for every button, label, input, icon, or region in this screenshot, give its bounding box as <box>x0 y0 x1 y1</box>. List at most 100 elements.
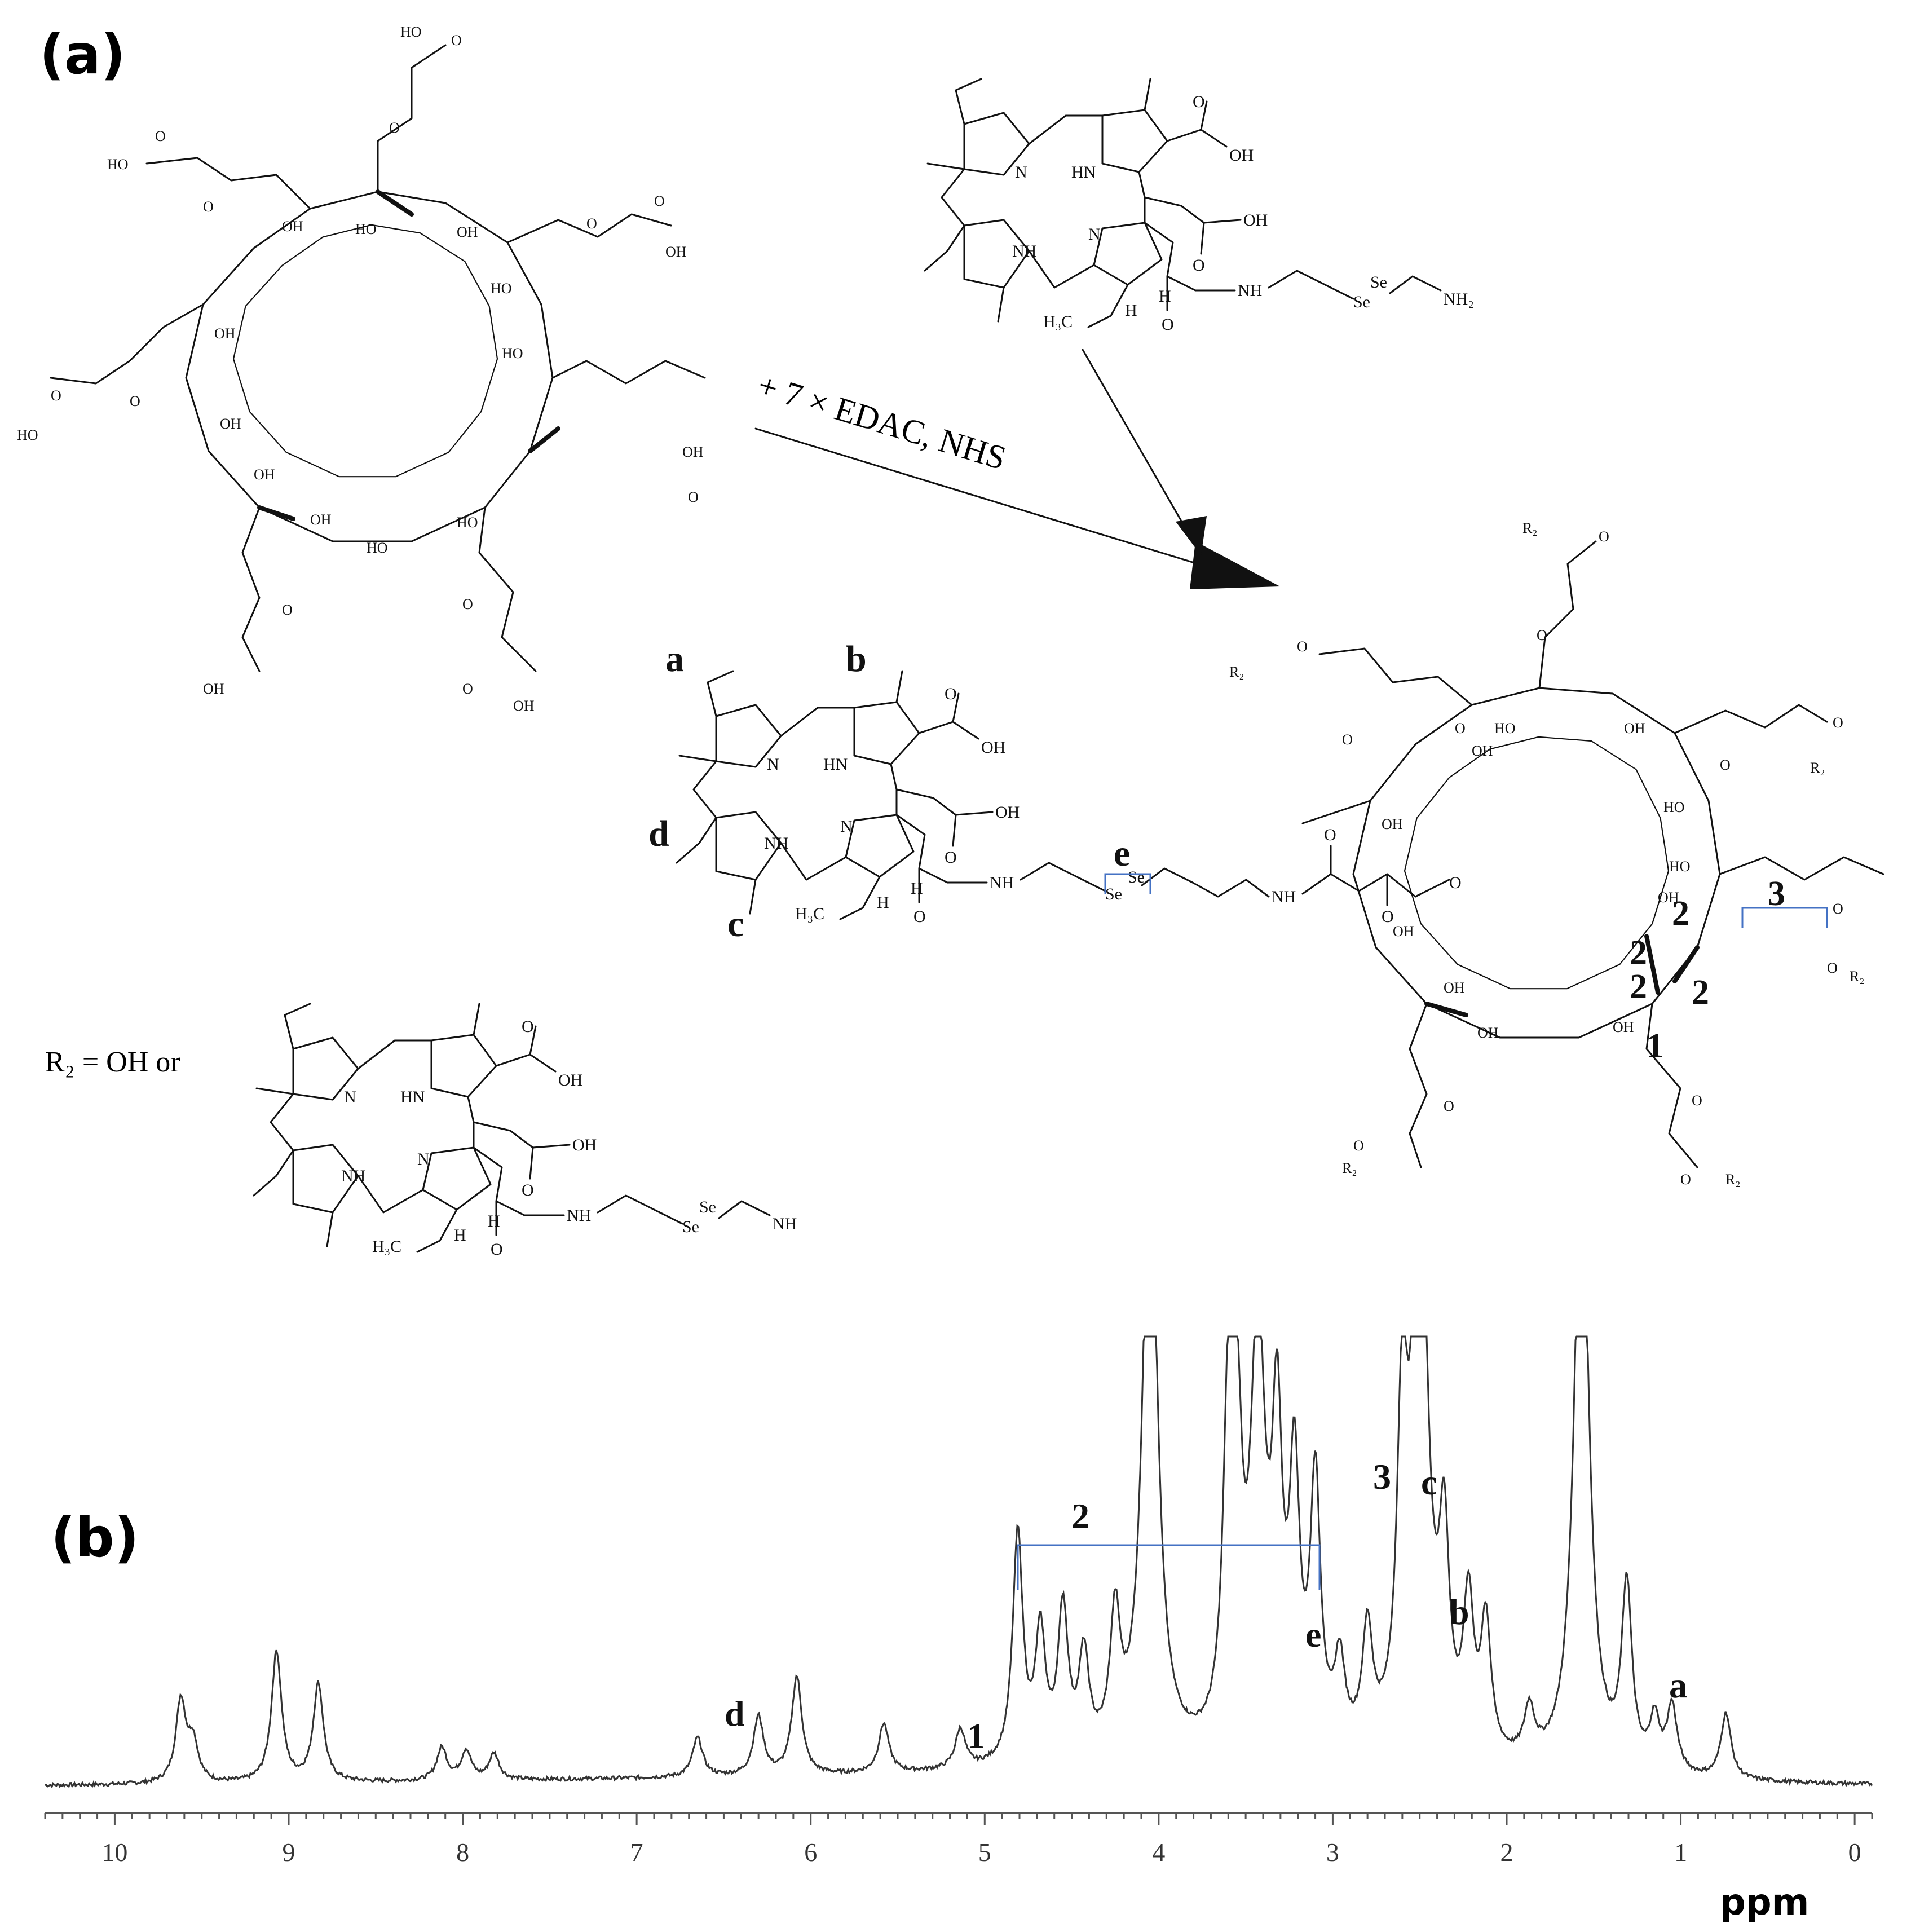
atom-label: O <box>1827 960 1838 976</box>
atom-label: R₂ <box>1725 1171 1740 1188</box>
atom-label: OH <box>981 738 1005 757</box>
atom-label: O <box>1455 720 1466 736</box>
atom-label: HO <box>1663 799 1685 815</box>
atom-label: O <box>1193 92 1205 111</box>
atom-label: NH <box>1272 888 1296 906</box>
atom-label: H₃C <box>1043 312 1073 331</box>
proton-label-2: 2 <box>1630 934 1647 972</box>
spectrum-trace <box>45 1335 1873 1789</box>
atom-label: Se <box>682 1218 699 1236</box>
proton-label-2: 2 <box>1672 894 1689 933</box>
atom-label: O <box>1444 1098 1454 1114</box>
atom-label: HO <box>502 345 523 361</box>
atom-label: O <box>491 1240 503 1259</box>
atom-label: Se <box>699 1198 716 1216</box>
atom-label: OH <box>310 511 332 528</box>
atom-label: O <box>522 1017 534 1036</box>
atom-label: HO <box>491 280 512 297</box>
proton-label-3: 3 <box>1768 875 1785 913</box>
atom-label: H₃C <box>795 905 824 923</box>
atom-label: O <box>462 681 473 697</box>
atom-label: H <box>1125 301 1137 320</box>
atom-label: OH <box>558 1071 582 1089</box>
atom-label: N <box>1088 225 1101 244</box>
atom-label: O <box>688 489 699 505</box>
panel-a-label: (a) <box>39 23 126 86</box>
atom-label: Se <box>1370 273 1387 292</box>
atom-label: N <box>344 1088 356 1106</box>
peak-label-2: 2 <box>1071 1496 1089 1536</box>
atom-label: O <box>1833 714 1843 731</box>
atom-label: O <box>1449 874 1462 892</box>
atom-label: HO <box>355 221 377 237</box>
tick-label: 4 <box>1152 1838 1165 1867</box>
peak-label-a: a <box>1669 1665 1687 1705</box>
atom-label: OH <box>1624 720 1645 736</box>
atom-label: O <box>1720 757 1731 773</box>
atom-label: N <box>767 755 779 774</box>
atom-label: H <box>1159 287 1171 306</box>
ce6-diselenide-amine-structure: N HN NH N H H₃C H O OH OH O O NH Se Se N… <box>924 78 1474 334</box>
atom-label: R₂ <box>1342 1160 1357 1176</box>
tick-label: 8 <box>456 1838 469 1867</box>
product-cyclodextrin-structure: R₂ O O R₂ O O O OH HO OH O R₂ O OH HO HO… <box>1229 520 1884 1188</box>
atom-label: O <box>1680 1171 1691 1188</box>
atom-label: R₂ <box>1810 760 1825 776</box>
reagent-label: + 7 × EDAC, NHS <box>753 366 1010 477</box>
proton-label-2: 2 <box>1692 973 1709 1012</box>
r2-definition: R₂ = OH or <box>45 1046 180 1078</box>
atom-label: HO <box>457 514 478 531</box>
atom-label: NH <box>1012 242 1036 261</box>
axis-label-ppm: ppm <box>1720 1882 1809 1924</box>
tick-label: 5 <box>978 1838 991 1867</box>
ce6-arm-structure: N HN NH N H H₃C H O OH OH O O NH Se Se N… <box>648 638 1462 945</box>
atom-label: O <box>913 907 926 926</box>
atom-label: O <box>945 848 957 867</box>
atom-label: OH <box>1229 146 1254 165</box>
atom-label: OH <box>1613 1019 1634 1035</box>
peak-label-3: 3 <box>1373 1457 1391 1497</box>
atom-label: O <box>155 128 166 144</box>
atom-label: OH <box>682 444 704 460</box>
atom-label: OH <box>220 416 241 432</box>
atom-label: HO <box>17 427 38 443</box>
proton-label-b: b <box>846 638 867 680</box>
atom-label: OH <box>457 224 478 240</box>
atom-label: H <box>488 1212 500 1230</box>
proton-label-1: 1 <box>1647 1027 1664 1065</box>
atom-label: HN <box>1071 163 1096 182</box>
atom-label: O <box>1324 826 1336 844</box>
atom-label: O <box>586 215 597 232</box>
atom-label: OH <box>1243 211 1268 230</box>
atom-label: OH <box>1382 816 1403 832</box>
atom-label: O <box>1162 315 1174 334</box>
atom-label: OH <box>1472 743 1493 759</box>
atom-label: O <box>522 1181 534 1199</box>
atom-label: O <box>389 120 400 136</box>
atom-label: OH <box>1444 980 1465 996</box>
tick-label: 10 <box>101 1838 127 1867</box>
atom-label: OH <box>1393 923 1414 939</box>
atom-label: OH <box>203 681 224 697</box>
atom-label: NH <box>567 1206 591 1225</box>
tick-label: 1 <box>1674 1838 1687 1867</box>
peak-label-b: b <box>1449 1592 1469 1632</box>
reaction-arrow <box>754 349 1280 589</box>
atom-label: H <box>454 1226 466 1245</box>
atom-label: HN <box>400 1088 425 1106</box>
peak-label-c: c <box>1421 1462 1437 1502</box>
atom-label: O <box>654 193 665 209</box>
atom-label: R₂ <box>1522 520 1537 536</box>
atom-label: HO <box>107 156 129 173</box>
atom-label: OH <box>1658 889 1679 906</box>
atom-label: O <box>1353 1137 1364 1154</box>
tick-label: 7 <box>630 1838 643 1867</box>
succinyl-cyclodextrin-structure: HO O O HO O O OH HO OH O OH O HO OH HO O… <box>17 24 706 714</box>
peak-label-d: d <box>725 1693 745 1733</box>
atom-label: HN <box>823 755 848 774</box>
atom-label: O <box>1599 528 1609 545</box>
atom-label: Se <box>1353 293 1370 311</box>
proton-label-d: d <box>648 813 669 854</box>
atom-label: HO <box>1494 720 1516 736</box>
peak-label-e: e <box>1305 1615 1321 1655</box>
